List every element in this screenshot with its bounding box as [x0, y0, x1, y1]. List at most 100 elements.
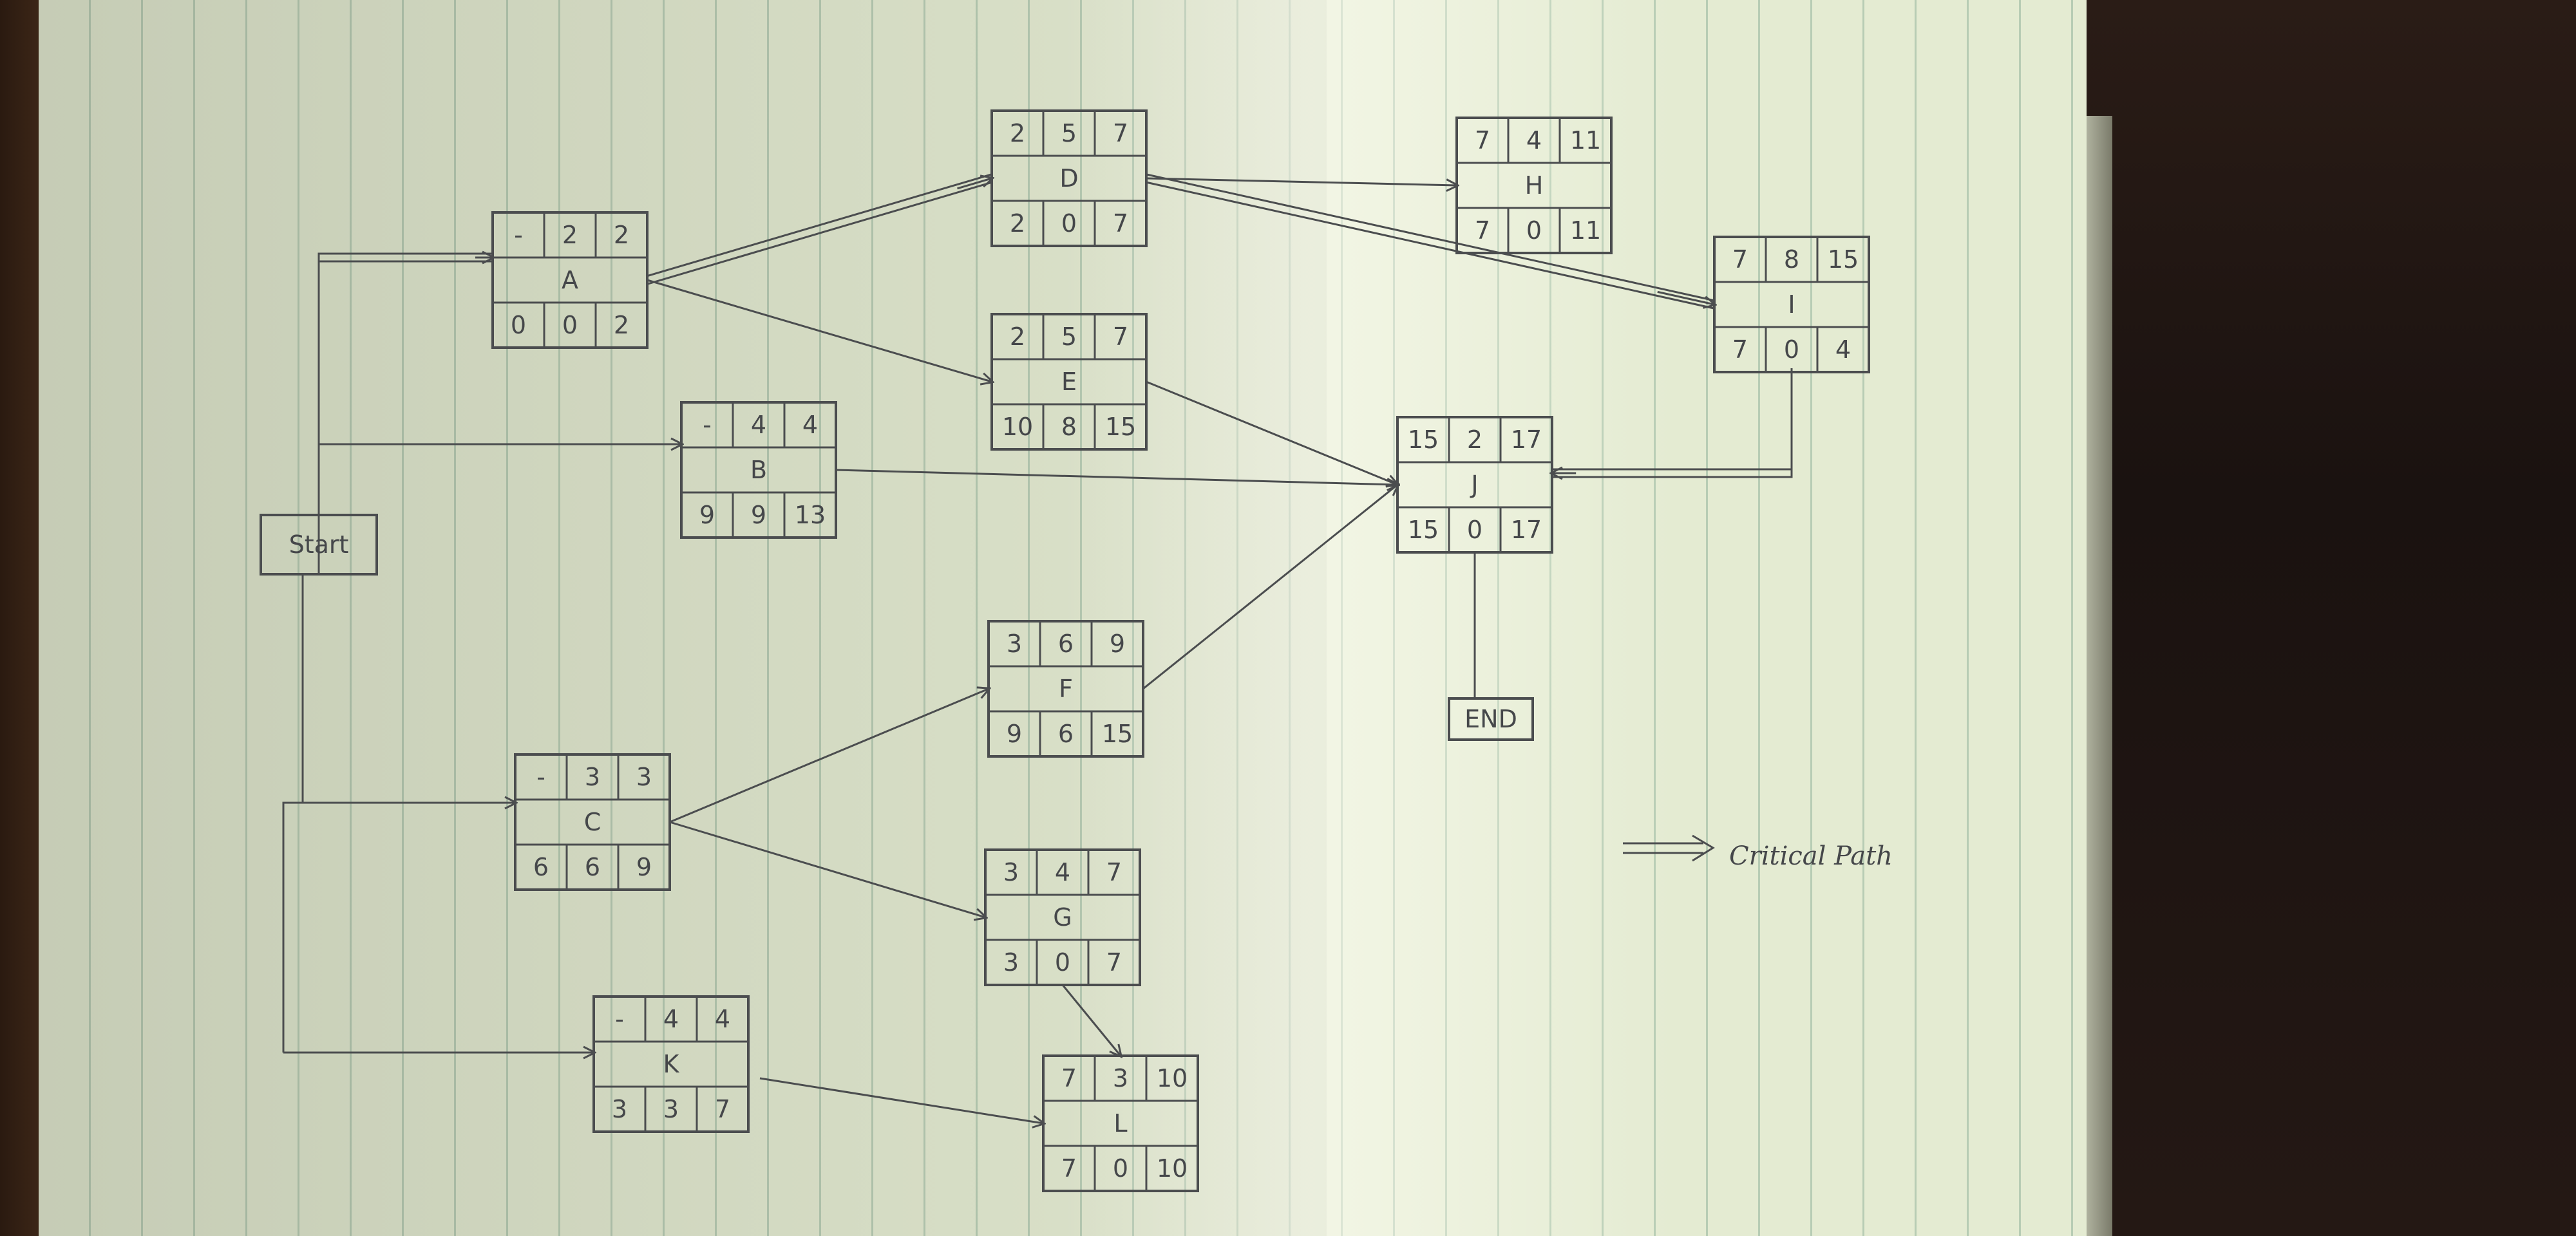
- node-c-bottom-cell-0: 6: [533, 853, 549, 881]
- node-b-bottom-cell-2: 13: [795, 501, 826, 529]
- node-a-top-cell-1: 2: [562, 221, 578, 249]
- node-i-bottom-cell-1: 0: [1784, 335, 1799, 364]
- node-f-label: F: [1059, 675, 1073, 703]
- node-border: [491, 211, 649, 349]
- edge-a-to-d: [645, 173, 992, 285]
- node-l-top-cell-1: 3: [1113, 1064, 1128, 1092]
- node-i-top-cell-0: 7: [1732, 245, 1748, 274]
- node-h-bottom-cell-1: 0: [1526, 216, 1542, 245]
- node-l-bottom-cell-2: 10: [1157, 1154, 1188, 1183]
- dependency-line: [669, 821, 985, 917]
- node-border: [990, 313, 1148, 451]
- edge-f-to-j: [1142, 485, 1397, 690]
- end-node: END: [1448, 697, 1534, 741]
- node-f-top-cell-2: 9: [1110, 630, 1125, 658]
- edge-g-to-l: [1061, 984, 1121, 1056]
- node-e-bottom-cell-2: 15: [1105, 413, 1136, 441]
- node-g-bottom-cell-0: 3: [1003, 948, 1019, 977]
- edge-c-to-f: [669, 689, 989, 823]
- node-e-top-cell-2: 7: [1113, 323, 1128, 351]
- node-h-top-cell-1: 4: [1526, 126, 1542, 154]
- node-k-label: K: [663, 1050, 680, 1078]
- critical-path-line: [317, 260, 493, 519]
- edge-k-to-l: [759, 1077, 1043, 1123]
- node-f-bottom-cell-2: 15: [1102, 720, 1133, 748]
- node-f-top-cell-1: 6: [1058, 630, 1074, 658]
- node-c-bottom-cell-1: 6: [585, 853, 600, 881]
- legend-label: Critical Path: [1729, 841, 1893, 871]
- notebook-page: [39, 0, 2087, 1236]
- node-b-bottom-cell-0: 9: [699, 501, 715, 529]
- node-d-top-cell-0: 2: [1010, 119, 1025, 147]
- critical-path-line: [1552, 376, 1793, 478]
- node-c-bottom-cell-2: 9: [636, 853, 652, 881]
- node-i-label: I: [1788, 290, 1795, 319]
- node-f-top-cell-0: 3: [1007, 630, 1022, 658]
- node-l-bottom-cell-0: 7: [1061, 1154, 1077, 1183]
- node-j-top-cell-0: 15: [1408, 426, 1439, 454]
- node-k-top-cell-1: 4: [663, 1005, 679, 1033]
- node-border: [1455, 117, 1613, 254]
- start-label: Start: [289, 530, 349, 559]
- node-e-top-cell-1: 5: [1061, 323, 1077, 351]
- node-a-top-cell-0: -: [514, 221, 523, 249]
- node-l-label: L: [1113, 1109, 1127, 1138]
- node-c-label: C: [584, 808, 601, 836]
- node-d-bottom-cell-1: 0: [1061, 209, 1077, 238]
- edges-layer: [282, 173, 1793, 1123]
- node-b-top-cell-2: 4: [802, 411, 818, 439]
- node-l-bottom-cell-1: 0: [1113, 1154, 1128, 1183]
- edge-b-to-j: [835, 469, 1397, 485]
- node-border: [984, 848, 1141, 986]
- dependency-line: [669, 689, 989, 823]
- node-h-top-cell-2: 11: [1570, 126, 1601, 154]
- node-border: [990, 109, 1148, 247]
- edge-e-to-j: [1146, 380, 1397, 485]
- node-g-top-cell-0: 3: [1003, 858, 1019, 886]
- critical-path-line: [1146, 173, 1716, 302]
- node-e-label: E: [1061, 368, 1077, 396]
- arrow-head-icon: [1657, 290, 1714, 304]
- dependency-line: [647, 279, 992, 382]
- legend-arrow-icon: [1692, 834, 1715, 862]
- dependency-line: [835, 469, 1397, 485]
- node-a-label: A: [562, 266, 578, 294]
- node-e-bottom-cell-0: 10: [1002, 413, 1033, 441]
- node-k-top-cell-0: -: [615, 1005, 624, 1033]
- node-g-bottom-cell-1: 0: [1055, 948, 1070, 977]
- node-i-bottom-cell-0: 7: [1732, 335, 1748, 364]
- node-j-top-cell-1: 2: [1467, 426, 1482, 454]
- start-node: Start: [260, 514, 378, 576]
- node-f-bottom-cell-1: 6: [1058, 720, 1074, 748]
- node-b-label: B: [750, 456, 767, 484]
- node-border: [1396, 416, 1553, 554]
- dark-background: [2029, 0, 2576, 1236]
- node-i-bottom-cell-2: 4: [1835, 335, 1851, 364]
- node-border: [1042, 1054, 1199, 1192]
- node-b-top-cell-1: 4: [751, 411, 766, 439]
- page-shadow: [39, 0, 1327, 1236]
- dependency-line: [759, 1077, 1043, 1123]
- edge-d-to-i: [1145, 173, 1716, 310]
- node-i-top-cell-2: 15: [1828, 245, 1859, 274]
- node-a-bottom-cell-0: 0: [511, 311, 526, 339]
- node-g-top-cell-2: 7: [1106, 858, 1122, 886]
- node-i-top-cell-1: 8: [1784, 245, 1799, 274]
- node-border: [987, 620, 1144, 758]
- node-j-bottom-cell-2: 17: [1511, 516, 1542, 544]
- node-g-bottom-cell-2: 7: [1106, 948, 1122, 977]
- node-e-top-cell-0: 2: [1010, 323, 1025, 351]
- dependency-line: [1061, 984, 1121, 1056]
- node-l-top-cell-0: 7: [1061, 1064, 1077, 1092]
- node-c-top-cell-0: -: [536, 763, 545, 791]
